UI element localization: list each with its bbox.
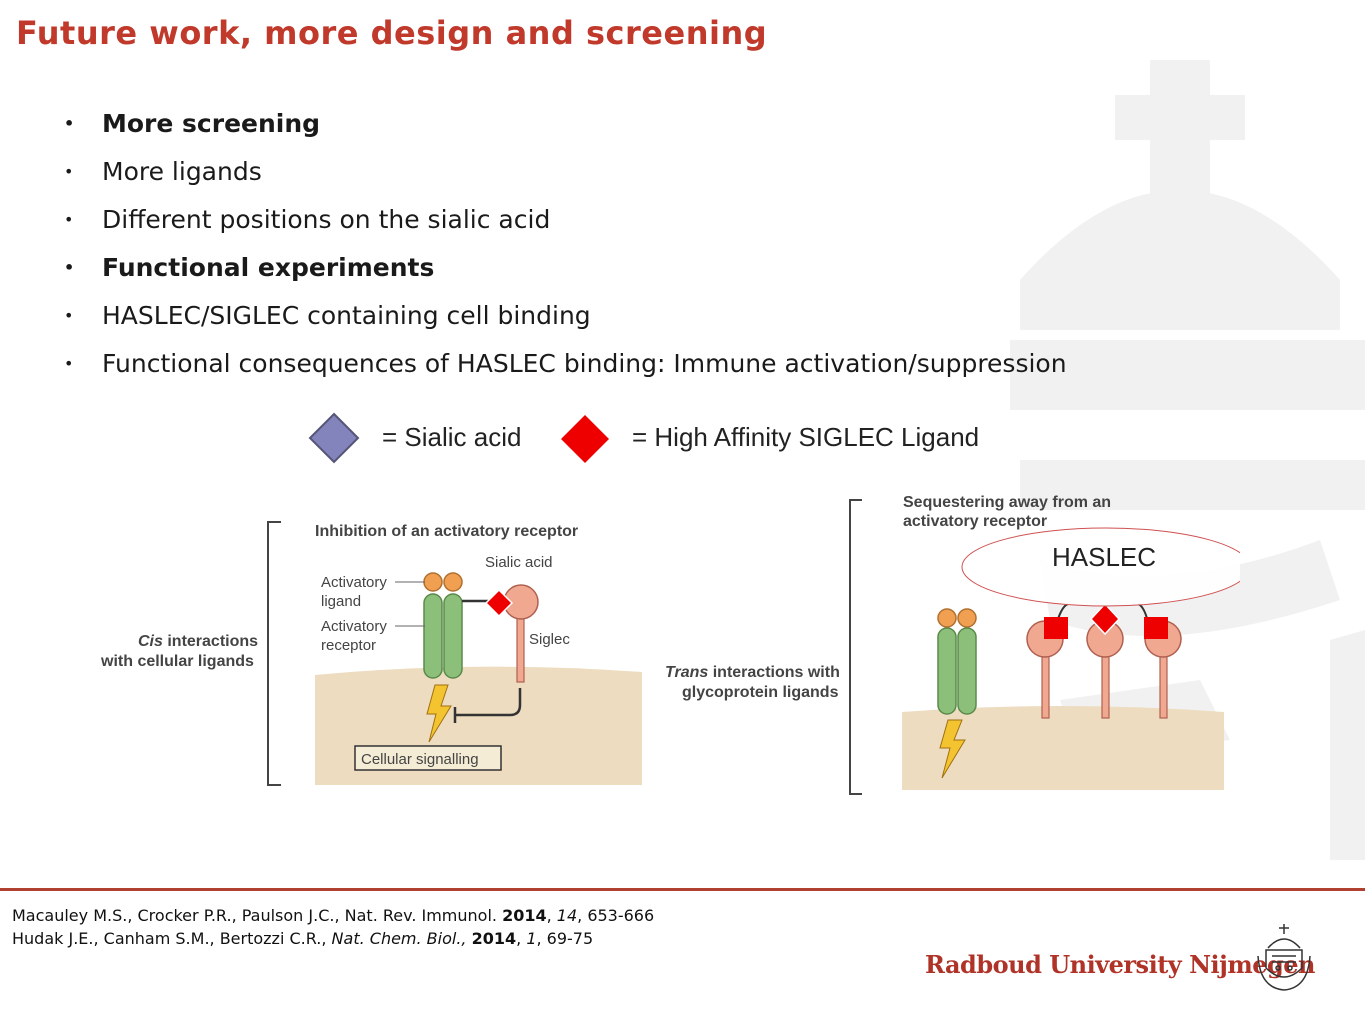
activatory-receptor-left [423, 593, 443, 679]
label-activatory-receptor-1: Activatory [321, 618, 387, 635]
right-heading-1: Sequestering away from an [903, 494, 1111, 511]
activatory-receptor-left [937, 627, 957, 715]
references: Macauley M.S., Crocker P.R., Paulson J.C… [12, 904, 654, 950]
trans-interaction-diagram: Sequestering away from an activatory rec… [665, 494, 1240, 795]
activatory-ligand-ball [957, 608, 977, 628]
footer-divider [0, 888, 1365, 891]
university-seal-icon [1257, 924, 1311, 991]
ligand-square [1044, 617, 1068, 639]
sialic-acid-diamond-icon [308, 412, 360, 464]
lightning-icon [426, 684, 452, 743]
left-heading: Inhibition of an activatory receptor [315, 523, 578, 540]
label-sialic-acid: Sialic acid [485, 554, 553, 571]
label-activatory-receptor-2: receptor [321, 637, 376, 654]
cis-label-line1: Cis interactions [138, 633, 258, 650]
cell-membrane [902, 706, 1224, 790]
reference-1: Macauley M.S., Crocker P.R., Paulson J.C… [12, 906, 655, 925]
cis-label-line2: with cellular ligands [100, 653, 254, 670]
activatory-ligand-ball [937, 608, 957, 628]
bullet-item: Different positions on the sialic acid [64, 196, 1067, 244]
trans-label-line2: glycoprotein ligands [682, 684, 839, 701]
lightning-icon [939, 719, 966, 779]
ligand-diamond-icon [1089, 602, 1121, 636]
label-activatory-ligand-1: Activatory [321, 574, 387, 591]
bracket [849, 499, 862, 795]
ligand-diamond-icon [561, 415, 609, 463]
sialic-acid-ligand-icon [484, 588, 514, 618]
haslec-ellipse [961, 527, 1240, 607]
bullet-list: More screening More ligands Different po… [64, 100, 1067, 388]
legend-sialic-acid: = Sialic acid [382, 422, 522, 452]
cellular-signalling-box [354, 745, 502, 771]
bracket [267, 521, 281, 786]
bullet-item: More ligands [64, 148, 1067, 196]
siglec-stalk [516, 615, 525, 683]
activatory-receptor-right [957, 627, 977, 715]
activatory-ligand-ball [443, 572, 463, 592]
activatory-receptor-right [443, 593, 463, 679]
haslec-label: HASLEC [1052, 542, 1157, 572]
label-cellular-signalling: Cellular signalling [361, 751, 479, 768]
bullet-item: Functional consequences of HASLEC bindin… [64, 340, 1067, 388]
legend-ligand: = High Affinity SIGLEC Ligand [632, 422, 980, 452]
reference-2: Hudak J.E., Canham S.M., Bertozzi C.R., … [12, 929, 594, 948]
label-activatory-ligand-2: ligand [321, 593, 361, 610]
university-name: Radboud University Nijmegen [925, 950, 1315, 979]
bullet-item: More screening [64, 100, 1067, 148]
siglec-2 [1086, 620, 1124, 719]
label-siglec: Siglec [529, 631, 570, 648]
ligand-square [1144, 617, 1168, 639]
bullet-item: HASLEC/SIGLEC containing cell binding [64, 292, 1067, 340]
slide-title: Future work, more design and screening [16, 14, 768, 52]
cis-interaction-diagram: Inhibition of an activatory receptor Cis… [100, 521, 642, 786]
right-heading-2: activatory receptor [903, 513, 1047, 530]
bullet-item: Functional experiments [64, 244, 1067, 292]
activatory-ligand-ball [423, 572, 443, 592]
trans-label-line1: Trans interactions with [665, 664, 840, 681]
